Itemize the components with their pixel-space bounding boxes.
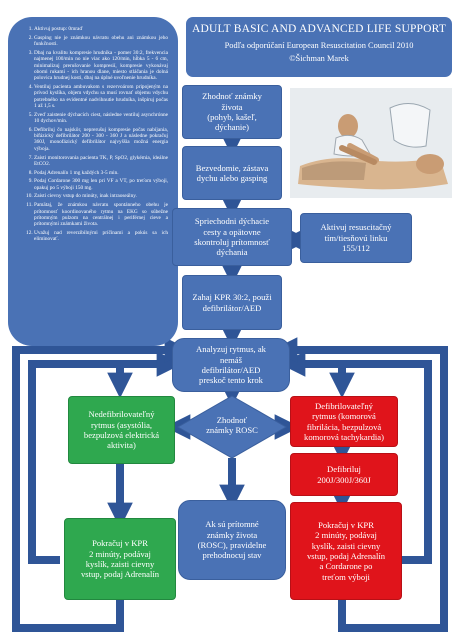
defibrillate-box: Defibriluj 200J/300J/360J (290, 453, 398, 496)
shockable-box: Defibrilovateľný rytmus (komorová fibril… (290, 396, 398, 447)
instruction-item: Podaj Cordarone 300 mg len pri VF a VT, … (34, 178, 168, 191)
start-cpr-box: Zahaj KPR 30:2, použi defibrilátor/AED (182, 275, 282, 330)
instructions-panel: Aktivuj postup: 0mraď Gasping nie je zná… (8, 17, 178, 346)
instruction-item: Uvažuj nad reverzibilnými príčinami a po… (34, 230, 168, 243)
cpr-illustration (290, 88, 452, 198)
author-text: ©Šichman Marek (289, 54, 349, 63)
instruction-item: Aktivuj postup: 0mraď (34, 26, 168, 32)
analyze-rhythm-box: Analyzuj rytmus, ak nemáš defibrilátor/A… (172, 338, 290, 392)
rosc-check-label: Zhodnoť známky ROSC (206, 415, 258, 436)
instruction-item: Gasping nie je známkou návratu obehu ani… (34, 35, 168, 48)
instruction-item: Zaisti cievny vstup do minúty, inak intr… (34, 193, 168, 199)
subtitle-text: Podľa odporúčaní European Resuscitation … (224, 41, 414, 50)
title-banner: ADULT BASIC AND ADVANCED LIFE SUPPORT Po… (186, 17, 452, 77)
airway-box: Spriechodni dýchacie cesty a opätovne sk… (172, 208, 292, 266)
loop-left-bottom (12, 337, 191, 632)
instruction-item: Podaj Adrenalín 1 mg každých 3-5 min. (34, 170, 168, 176)
loop-right-return (279, 351, 432, 564)
rosc-diamond (176, 395, 288, 459)
instruction-item: Zveď zaistenie dýchacích ciest, následne… (34, 112, 168, 125)
loop-right-bottom (271, 337, 448, 632)
unconscious-box: Bezvedomie, zástava dychu alebo gasping (182, 146, 282, 200)
instruction-item: Defibriluj čo najskôr, neprerušuj kompre… (34, 127, 168, 152)
continue-cpr-right-box: Pokračuj v KPR 2 minúty, podávaj kyslík,… (290, 502, 402, 600)
loop-left-return (28, 351, 183, 564)
continue-cpr-left-box: Pokračuj v KPR 2 minúty, podávaj kyslík,… (64, 518, 176, 600)
title-text: ADULT BASIC AND ADVANCED LIFE SUPPORT (191, 23, 447, 35)
non-shockable-box: Nedefibrilovateľný rytmus (asystólia, be… (68, 396, 175, 464)
check-signs-box: Zhodnoť známky života (pohyb, kašeľ, dýc… (182, 85, 282, 139)
call-team-box: Aktivuj resuscitačný tím/tiesňovú linku … (300, 213, 412, 263)
rosc-present-box: Ak sú prítomné známky života (ROSC), pra… (178, 500, 286, 580)
instruction-item: Dbaj na kvalitu kompresie hrudníka - pom… (34, 50, 168, 82)
instructions-list: Aktivuj postup: 0mraď Gasping nie je zná… (16, 26, 168, 243)
instruction-item: Ventiluj pacienta ambuvakom s rezervoáro… (34, 84, 168, 109)
instruction-item: Zaisti monitorovania pacienta TK, P, SpO… (34, 155, 168, 168)
instruction-item: Pamätaj, že známkou návratu spontánneho … (34, 202, 168, 227)
